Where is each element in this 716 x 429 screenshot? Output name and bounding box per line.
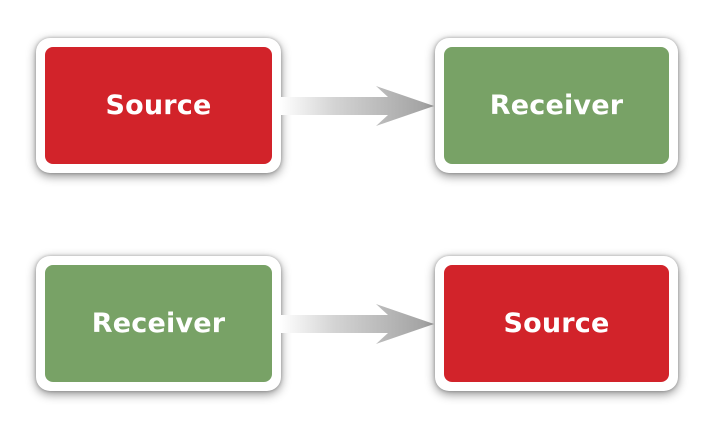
row1-right-box: Receiver [435,38,678,173]
row1-left-box: Source [36,38,281,173]
row1-left-label: Source [45,47,272,164]
row2-left-label: Receiver [45,265,272,382]
row1-right-label: Receiver [444,47,669,164]
row2-left-box: Receiver [36,256,281,391]
row2-right-label: Source [444,265,669,382]
row2-right-box: Source [435,256,678,391]
row2-arrow [280,304,434,344]
row1-arrow [280,86,434,126]
